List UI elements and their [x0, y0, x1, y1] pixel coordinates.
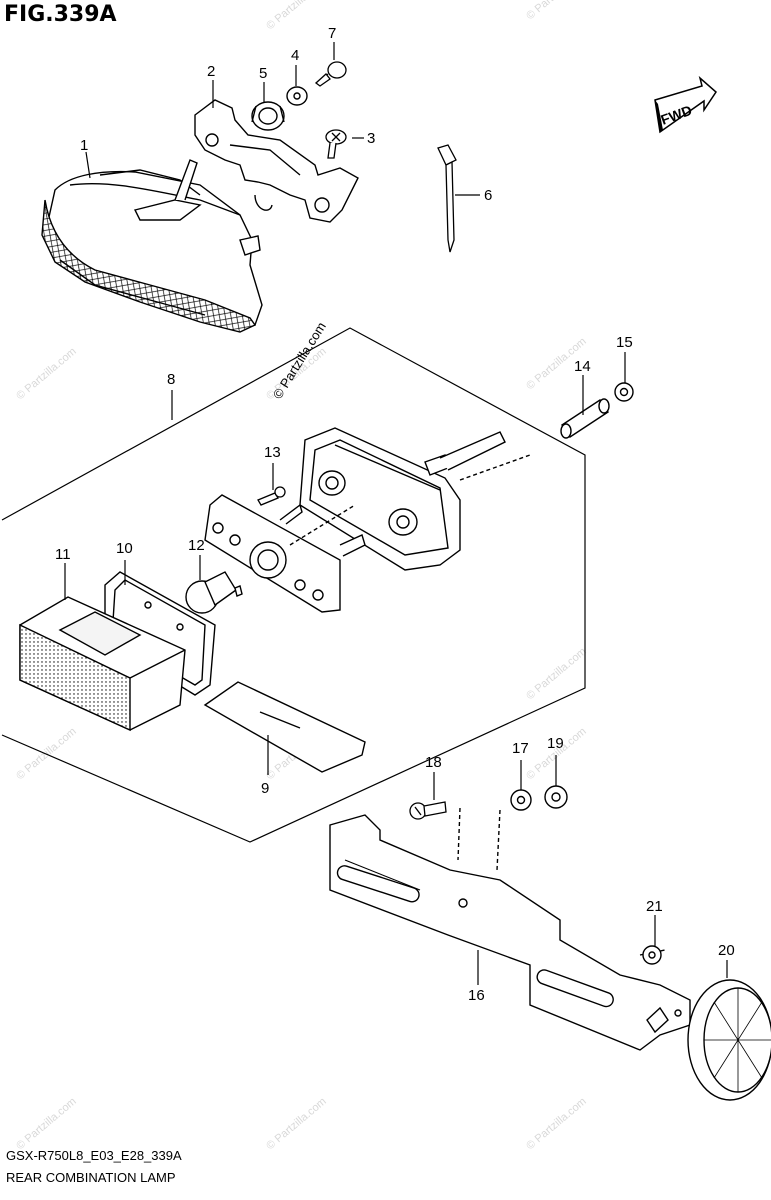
callout-14: 14	[574, 358, 591, 375]
watermark-repeat: © Partzilla.com	[524, 1095, 588, 1152]
license-lamp-lens	[19, 596, 186, 732]
washer-4	[286, 86, 308, 106]
cover-plate	[203, 681, 366, 773]
screw-13	[257, 486, 286, 506]
nut-15	[614, 382, 634, 402]
callout-9: 9	[261, 780, 269, 797]
callout-1: 1	[80, 137, 88, 154]
callout-18: 18	[425, 754, 442, 771]
watermark-repeat: © Partzilla.com	[14, 1095, 78, 1152]
callout-labels: 1 2 3 4 5 6 7 8 9 10 11 12 13 14 15 16 1…	[55, 25, 735, 1004]
callout-17: 17	[512, 740, 529, 757]
watermark-repeat: © Partzilla.com	[264, 0, 328, 32]
callout-4: 4	[291, 47, 299, 64]
license-lamp-housing	[299, 427, 531, 571]
reflector	[687, 979, 771, 1101]
bulb	[185, 571, 243, 614]
callout-16: 16	[468, 987, 485, 1004]
screw-18	[409, 801, 447, 820]
callout-19: 19	[547, 735, 564, 752]
callout-2: 2	[207, 63, 215, 80]
bolt-7	[314, 61, 347, 87]
callout-20: 20	[718, 942, 735, 959]
callout-13: 13	[264, 444, 281, 461]
footer-code: GSX-R750L8_E03_E28_339A	[6, 1148, 182, 1163]
fwd-arrow: FWD	[654, 75, 717, 134]
cable-tie	[437, 144, 457, 253]
tail-lamp-assembly	[41, 159, 263, 333]
lamp-bracket	[194, 99, 359, 223]
assembly-8-outline	[1, 327, 586, 843]
callout-7: 7	[328, 25, 336, 42]
footer-name: REAR COMBINATION LAMP	[6, 1170, 176, 1185]
reflector-bracket	[329, 807, 691, 1051]
nut-19	[544, 785, 568, 809]
callout-8: 8	[167, 371, 175, 388]
callout-5: 5	[259, 65, 267, 82]
callout-21: 21	[646, 898, 663, 915]
callout-10: 10	[116, 540, 133, 557]
grommet	[251, 101, 285, 131]
watermark-repeat: © Partzilla.com	[14, 345, 78, 402]
nut-21	[642, 945, 662, 965]
callout-11: 11	[55, 546, 71, 563]
watermark-repeat: © Partzilla.com	[524, 0, 588, 22]
screw-3	[325, 129, 347, 159]
callout-12: 12	[188, 537, 205, 554]
callout-3: 3	[367, 130, 375, 147]
watermark-repeat: © Partzilla.com	[524, 645, 588, 702]
figure-title: FIG.339A	[4, 2, 117, 27]
callout-15: 15	[616, 334, 633, 351]
watermark-repeat: © Partzilla.com	[264, 1095, 328, 1152]
washer-17	[510, 789, 532, 811]
leader-lines	[64, 42, 728, 985]
callout-6: 6	[484, 187, 492, 204]
collar	[560, 398, 610, 439]
socket-plate	[204, 494, 366, 613]
